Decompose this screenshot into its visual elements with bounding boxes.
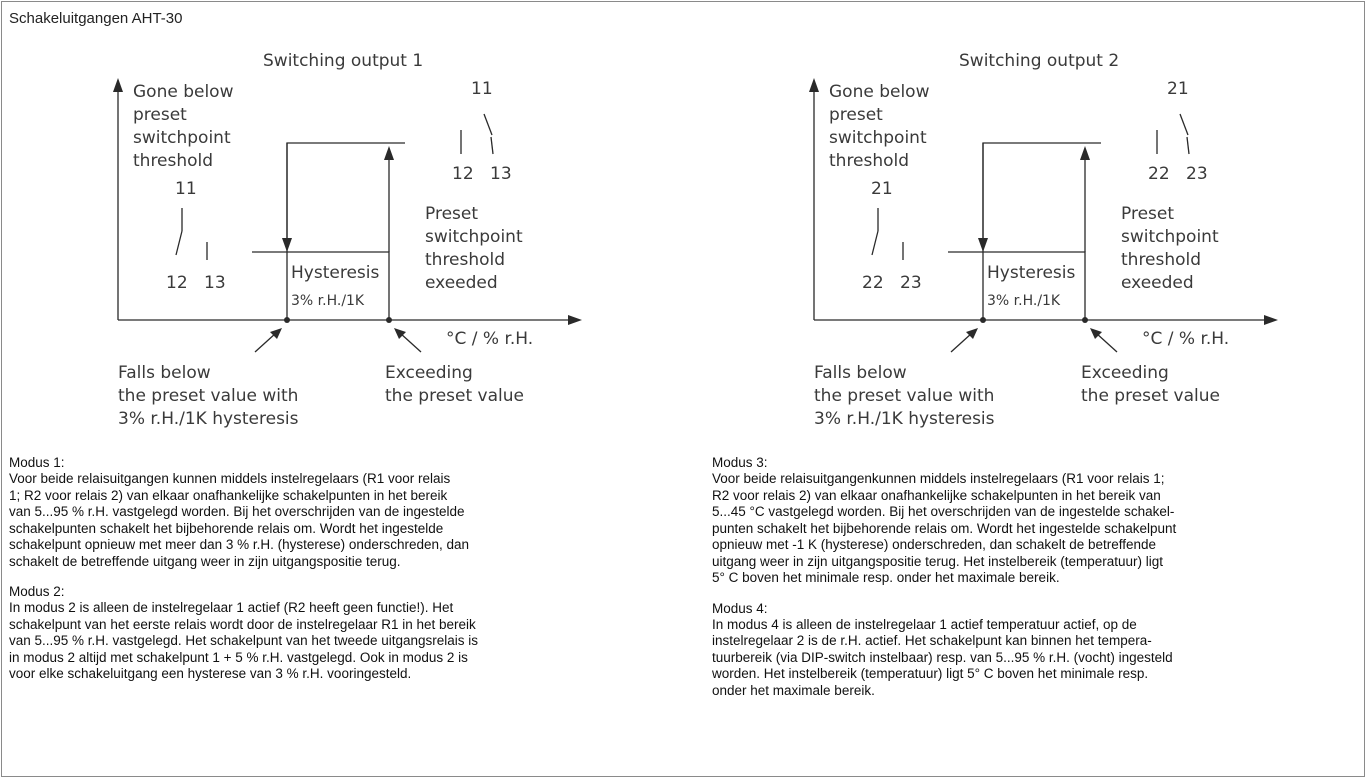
falls-below-pointer-arrowhead	[966, 328, 978, 339]
modus-4-body: In modus 4 is alleen de instelregelaar 1…	[712, 616, 1173, 698]
contact-left-switch-blade	[871, 230, 879, 256]
falls-below-label: Falls below the preset value with 3% r.H…	[118, 363, 299, 429]
preset-exceeded-label: Preset switchpoint threshold exeeded	[425, 204, 523, 293]
hysteresis-label: Hysteresis	[291, 263, 380, 283]
contact-top-nc-label: 12	[452, 164, 474, 184]
exceeding-pointer-line	[399, 332, 422, 353]
contact-top-no-terminal	[1186, 136, 1190, 155]
exceeding-point	[1082, 317, 1088, 323]
y-axis-arrowhead	[113, 78, 123, 92]
modus-text-left: Modus 1: Voor beide relaisuitgangen kunn…	[9, 455, 639, 697]
switching-output-2-drawing	[809, 78, 1278, 353]
exceeding-pointer-arrowhead	[1090, 328, 1102, 339]
falls-below-point	[284, 317, 290, 323]
exceeding-point	[386, 317, 392, 323]
falls-below-label: Falls below the preset value with 3% r.H…	[814, 363, 995, 429]
switching-output-1-diagram: Switching output 1 Gone below preset swi…	[0, 40, 620, 440]
axis-label: °C / % r.H.	[446, 329, 534, 349]
hysteresis-value: 3% r.H./1K	[291, 293, 365, 309]
contact-top-no-label: 23	[1186, 164, 1208, 184]
exceeding-pointer-arrowhead	[394, 328, 406, 339]
rising-arrowhead	[1080, 146, 1090, 160]
contact-left-nc-label: 22	[862, 273, 884, 293]
contact-top-no-label: 13	[490, 164, 512, 184]
gone-below-label: Gone below preset switchpoint threshold	[829, 82, 930, 171]
contact-top-nc-label: 22	[1148, 164, 1170, 184]
gone-below-label: Gone below preset switchpoint threshold	[133, 82, 234, 171]
contact-top-no-terminal	[490, 136, 494, 155]
preset-exceeded-label: Preset switchpoint threshold exeeded	[1121, 204, 1219, 293]
diagram-title: Switching output 2	[959, 51, 1120, 71]
modus-text-right: Modus 3: Voor beide relaisuitgangenkunne…	[712, 455, 1342, 713]
falls-below-point	[980, 317, 986, 323]
switching-output-1-drawing	[113, 78, 582, 353]
contact-top-switch-blade	[1179, 113, 1189, 136]
contact-left-common-label: 11	[175, 179, 197, 199]
x-axis-arrowhead	[568, 315, 582, 325]
diagram-title: Switching output 1	[263, 51, 424, 71]
contact-left-switch-blade	[175, 230, 183, 256]
contact-left-no-label: 23	[900, 273, 922, 293]
rising-arrowhead	[384, 146, 394, 160]
falls-below-pointer-line	[950, 332, 973, 353]
modus-2-heading: Modus 2:	[9, 584, 65, 599]
hysteresis-value: 3% r.H./1K	[987, 293, 1061, 309]
exceeding-label: Exceeding the preset value	[1081, 363, 1220, 406]
contact-top-switch-blade	[483, 113, 493, 136]
contact-top-common-label: 11	[471, 79, 493, 99]
modus-3-body: Voor beide relaisuitgangenkunnen middels…	[712, 471, 1177, 585]
contact-left-common-label: 21	[871, 179, 893, 199]
modus-1-body: Voor beide relaisuitgangen kunnen middel…	[9, 471, 470, 569]
switching-output-2-diagram: Switching output 2 Gone below preset swi…	[696, 40, 1316, 440]
modus-1-heading: Modus 1:	[9, 455, 65, 470]
modus-2-body: In modus 2 is alleen de instelregelaar 1…	[9, 600, 479, 681]
falling-arrowhead	[282, 238, 292, 252]
hysteresis-label: Hysteresis	[987, 263, 1076, 283]
falling-arrowhead	[978, 238, 988, 252]
falls-below-pointer-line	[254, 332, 277, 353]
x-axis-arrowhead	[1264, 315, 1278, 325]
modus-4-heading: Modus 4:	[712, 600, 768, 616]
contact-top-common-label: 21	[1167, 79, 1189, 99]
exceeding-label: Exceeding the preset value	[385, 363, 524, 406]
contact-left-nc-label: 12	[166, 273, 188, 293]
axis-label: °C / % r.H.	[1142, 329, 1230, 349]
modus-3-heading: Modus 3:	[712, 455, 768, 470]
falls-below-pointer-arrowhead	[270, 328, 282, 339]
contact-left-no-label: 13	[204, 273, 226, 293]
page-title: Schakeluitgangen AHT-30	[9, 10, 183, 27]
exceeding-pointer-line	[1095, 332, 1118, 353]
y-axis-arrowhead	[809, 78, 819, 92]
